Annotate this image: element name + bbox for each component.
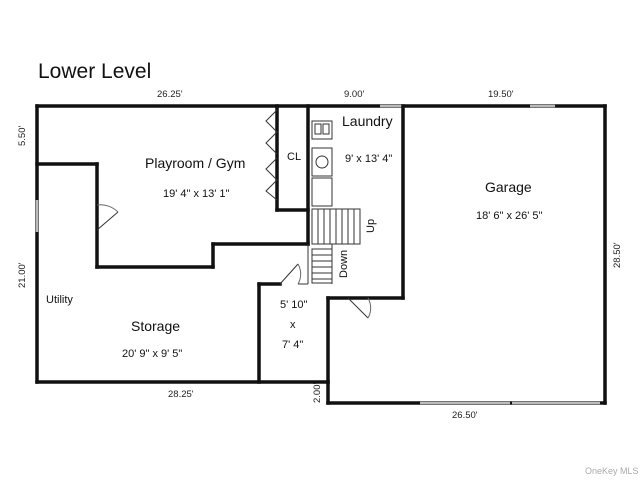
windows <box>35 104 600 405</box>
stairs-down-label: Down <box>338 250 350 278</box>
laundry-appliances <box>311 120 333 207</box>
dim-left-lower: 21.00' <box>17 262 28 288</box>
small-room-size-2: x <box>290 319 296 331</box>
dim-top-right: 19.50' <box>488 89 514 100</box>
small-room-size-3: 7' 4" <box>282 339 303 351</box>
garage-size: 18' 6" x 26' 5" <box>476 210 543 222</box>
small-room-size-1: 5' 10" <box>280 299 308 311</box>
utility-name: Utility <box>46 294 73 306</box>
storage-size: 20' 9" x 9' 5" <box>122 348 182 360</box>
closet-bifold-doors <box>265 109 278 201</box>
playroom-size: 19' 4" x 13' 1" <box>163 188 230 200</box>
storage-name: Storage <box>131 318 180 334</box>
closet-label: CL <box>287 151 301 163</box>
playroom-name: Playroom / Gym <box>145 155 245 171</box>
laundry-size: 9' x 13' 4" <box>345 153 392 165</box>
dim-bottom-step: 2.00' <box>312 383 323 403</box>
plan-title: Lower Level <box>38 60 151 83</box>
dim-bottom-right: 26.50' <box>452 410 478 421</box>
watermark: OneKey MLS <box>585 466 639 476</box>
garage-name: Garage <box>485 179 532 195</box>
dim-top-left: 26.25' <box>157 89 183 100</box>
stairs-up-label: Up <box>365 219 377 233</box>
dim-left-upper: 5.50' <box>17 126 28 146</box>
dim-right: 28.50' <box>612 242 623 268</box>
stairs: Up Down <box>311 208 377 284</box>
laundry-name: Laundry <box>342 113 393 129</box>
door-swings <box>96 204 372 319</box>
dim-top-mid: 9.00' <box>344 89 364 100</box>
dim-bottom-left: 28.25' <box>168 389 194 400</box>
